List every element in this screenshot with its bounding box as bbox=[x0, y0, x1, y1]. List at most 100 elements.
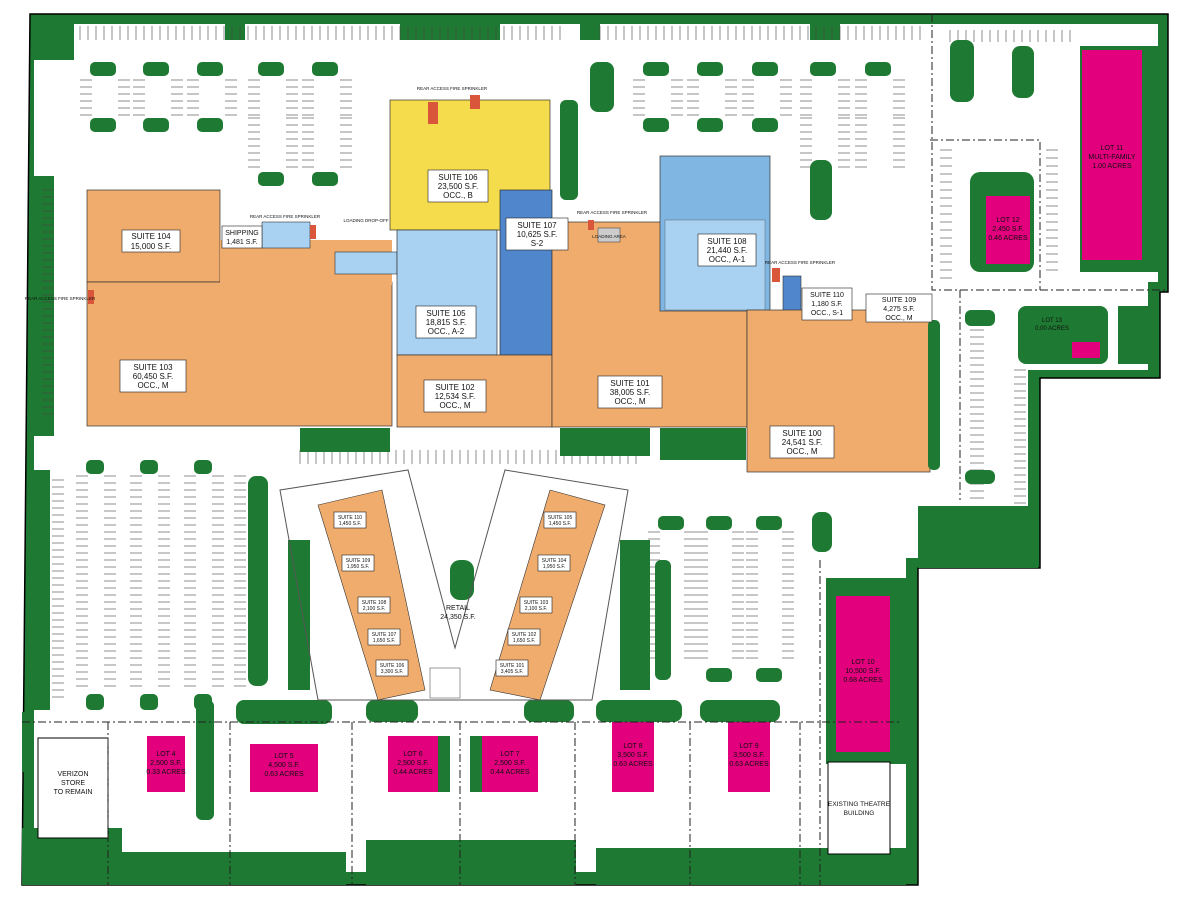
retail-unit-label-box bbox=[519, 596, 553, 614]
retail-unit-area: 1,650 S.F. bbox=[513, 638, 536, 644]
retail-unit-name: SUITE 105 bbox=[548, 515, 573, 521]
retail-unit-name: SUITE 101 bbox=[500, 663, 525, 669]
fire-access-marker bbox=[428, 102, 438, 124]
retail-unit-label-box bbox=[537, 554, 571, 572]
suite-102-label: SUITE 102 12,534 S.F. OCC., M bbox=[423, 379, 487, 413]
retail-unit-label-box bbox=[367, 628, 401, 646]
lot-11-pad bbox=[1082, 50, 1142, 260]
suite-106-area: 23,500 S.F. bbox=[438, 182, 478, 191]
suite-104-name: SUITE 104 bbox=[131, 232, 171, 241]
loading-area bbox=[597, 227, 621, 243]
suite-106-occ: OCC., B bbox=[443, 191, 473, 200]
lot-6-name: LOT 6 bbox=[403, 751, 422, 758]
lot-4-pad bbox=[147, 736, 185, 792]
lot-10-area: 10,500 S.F. bbox=[845, 668, 880, 675]
lot-6-pad bbox=[388, 736, 438, 792]
lot-11-acres: 1.00 ACRES bbox=[1092, 163, 1132, 170]
anchor-building bbox=[86, 95, 931, 473]
suite-107-occ: S-2 bbox=[531, 239, 544, 248]
suite-100-label: SUITE 100 24,541 S.F. OCC., M bbox=[769, 425, 835, 459]
lot-8-label: LOT 8 3,500 S.F. 0.63 ACRES bbox=[613, 743, 653, 768]
suite-107-area: 10,625 S.F. bbox=[517, 230, 557, 239]
lot-8-acres: 0.63 ACRES bbox=[613, 761, 653, 768]
shipping-block bbox=[261, 221, 311, 249]
suite-101-name: SUITE 101 bbox=[610, 379, 650, 388]
shipping-label: SHIPPING 1,481 S.F. bbox=[221, 225, 263, 249]
lot-4-acres: 0.33 ACRES bbox=[146, 769, 186, 776]
lot-12-name: LOT 12 bbox=[996, 217, 1019, 224]
fire-access-note: REAR ACCESS FIRE SPRINKLER bbox=[765, 260, 836, 265]
lot-11-area: MULTI-FAMILY bbox=[1088, 154, 1136, 161]
verizon-remain: TO REMAIN bbox=[54, 789, 93, 796]
lot-5-name: LOT 5 bbox=[274, 753, 293, 760]
corridor-block bbox=[334, 251, 398, 275]
suite-109-label: SUITE 109 4,275 S.F. OCC., M bbox=[865, 293, 933, 323]
verizon-label: VERIZON STORE TO REMAIN bbox=[54, 771, 93, 796]
lot-9-label: LOT 9 3,500 S.F. 0.63 ACRES bbox=[729, 743, 769, 768]
lot-6-label: LOT 6 2,500 S.F. 0.44 ACRES bbox=[393, 751, 433, 776]
suite-103-label: SUITE 103 60,450 S.F. OCC., M bbox=[119, 359, 187, 393]
suite-110-label: SUITE 110 1,180 S.F. OCC., S-1 bbox=[801, 287, 853, 321]
suite-100-area: 24,541 S.F. bbox=[782, 438, 822, 447]
suite-105-occ: OCC., A-2 bbox=[428, 327, 465, 336]
retail-v-right-wing bbox=[489, 489, 606, 701]
verizon-name: VERIZON bbox=[57, 771, 88, 778]
lot-8-name: LOT 8 bbox=[623, 743, 642, 750]
suite-103-occ: OCC., M bbox=[137, 381, 168, 390]
existing-theatre bbox=[827, 761, 891, 855]
suite-110-occ: OCC., S-1 bbox=[811, 310, 843, 317]
retail-core bbox=[429, 667, 461, 699]
landscape-strip bbox=[34, 24, 74, 60]
suite-105-name: SUITE 105 bbox=[426, 309, 466, 318]
retail-unit-label-box bbox=[341, 554, 375, 572]
retail-unit-name: SUITE 104 bbox=[542, 558, 567, 564]
landscape-strip bbox=[34, 176, 54, 436]
retail-center-name: RETAIL bbox=[446, 605, 470, 612]
suite-102-occ: OCC., M bbox=[439, 401, 470, 410]
retail-center-area: 24,350 S.F. bbox=[440, 614, 475, 621]
verizon-store-word: STORE bbox=[61, 780, 85, 787]
suite-107-block bbox=[499, 189, 553, 356]
retail-unit-name: SUITE 109 bbox=[346, 558, 371, 564]
theatre-name: EXISTING THEATRE bbox=[828, 801, 891, 808]
suite-105-area: 18,815 S.F. bbox=[426, 318, 466, 327]
retail-unit-area: 3,300 S.F. bbox=[381, 669, 404, 675]
lot-10-label: LOT 10 10,500 S.F. 0.68 ACRES bbox=[843, 659, 883, 684]
lot-13-label: LOT 13 0.00 ACRES bbox=[1035, 318, 1069, 332]
retail-unit-label-box bbox=[495, 659, 529, 677]
lot-10-acres: 0.68 ACRES bbox=[843, 677, 883, 684]
suite-103-area: 60,450 S.F. bbox=[133, 372, 173, 381]
retail-unit-area: 2,100 S.F. bbox=[363, 606, 386, 612]
suite-106-label: SUITE 106 23,500 S.F. OCC., B bbox=[427, 169, 489, 203]
lot-5-label: LOT 5 4,500 S.F. 0.63 ACRES bbox=[264, 753, 304, 778]
lot-5-pad bbox=[250, 744, 318, 792]
suite-109-name: SUITE 109 bbox=[882, 297, 916, 304]
retail-unit-label-box bbox=[543, 511, 577, 529]
suite-105-label: SUITE 105 18,815 S.F. OCC., A-2 bbox=[415, 305, 477, 339]
retail-unit-label-box bbox=[333, 511, 367, 529]
lot-12-pad bbox=[986, 196, 1030, 264]
retail-unit-name: SUITE 102 bbox=[512, 632, 537, 638]
lot-7-name: LOT 7 bbox=[500, 751, 519, 758]
pads bbox=[37, 50, 1142, 855]
lot-11-name: LOT 11 bbox=[1101, 145, 1124, 152]
fire-access-marker bbox=[588, 220, 594, 230]
lot-10-name: LOT 10 bbox=[851, 659, 874, 666]
theatre-label: EXISTING THEATRE BUILDING bbox=[828, 801, 891, 817]
retail-unit-area: 1,450 S.F. bbox=[339, 521, 362, 527]
lot-7-pad bbox=[482, 736, 538, 792]
fire-access-note: REAR ACCESS FIRE SPRINKLER bbox=[250, 214, 321, 219]
retail-unit-name: SUITE 110 bbox=[338, 515, 362, 521]
suite-104-area: 15,000 S.F. bbox=[131, 242, 171, 251]
lot-13-acres: 0.00 ACRES bbox=[1035, 326, 1069, 332]
fire-access-marker bbox=[88, 290, 94, 304]
suite-110-area: 1,180 S.F. bbox=[811, 301, 843, 308]
retail-unit-area: 1,950 S.F. bbox=[347, 564, 370, 570]
